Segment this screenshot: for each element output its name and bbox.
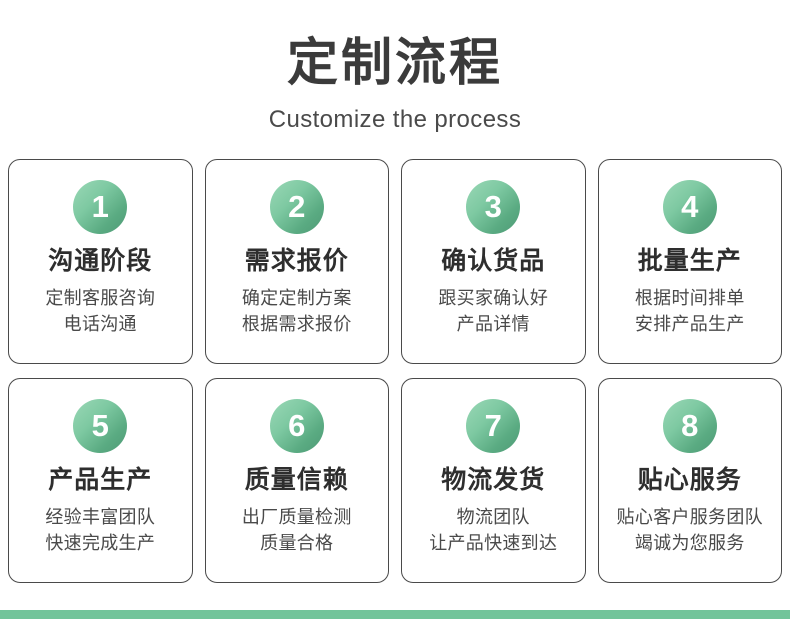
step-title: 批量生产 (637, 247, 742, 276)
step-description-line-2: 安排产品生产 (634, 314, 745, 335)
process-step-card-4: 4 批量生产 根据时间排单 安排产品生产 (597, 159, 782, 365)
step-number-badge: 8 (662, 399, 717, 454)
step-number-label: 5 (91, 407, 109, 443)
step-description: 确定定制方案 根据需求报价 (242, 285, 352, 337)
step-number-label: 6 (288, 407, 306, 443)
step-description-line-1: 贴心客户服务团队 (616, 507, 763, 528)
step-description-line-1: 经验丰富团队 (45, 507, 156, 528)
process-step-card-1: 1 沟通阶段 定制客服咨询 电话沟通 (8, 159, 193, 365)
step-description-line-2: 快速完成生产 (45, 533, 156, 554)
step-title: 贴心服务 (637, 466, 742, 495)
step-description-line-1: 定制客服咨询 (45, 288, 156, 309)
step-number-badge: 6 (269, 399, 324, 454)
process-step-card-8: 8 贴心服务 贴心客户服务团队 竭诚为您服务 (597, 378, 782, 584)
page-title: 定制流程 (286, 34, 503, 91)
step-description: 物流团队 让产品快速到达 (429, 504, 557, 556)
step-description-line-2: 电话沟通 (63, 314, 137, 335)
step-description-line-2: 竭诚为您服务 (634, 533, 745, 554)
step-description-line-2: 让产品快速到达 (429, 533, 558, 554)
step-number-label: 7 (484, 407, 502, 443)
step-description: 出厂质量检测 质量合格 (242, 504, 352, 556)
step-title: 沟通阶段 (48, 247, 153, 276)
step-description: 根据时间排单 安排产品生产 (635, 285, 745, 337)
step-number-label: 1 (91, 188, 109, 224)
step-number-label: 8 (681, 407, 699, 443)
step-description-line-2: 产品详情 (456, 314, 530, 335)
process-step-card-7: 7 物流发货 物流团队 让产品快速到达 (401, 378, 586, 584)
step-description-line-2: 根据需求报价 (241, 314, 352, 335)
step-description-line-1: 物流团队 (456, 507, 530, 528)
step-number-badge: 5 (73, 399, 128, 454)
process-step-grid: 1 沟通阶段 定制客服咨询 电话沟通 2 需求报价 确定定制方案 根据需求报价 … (0, 159, 790, 584)
page-subtitle: Customize the process (268, 105, 522, 133)
step-title: 产品生产 (48, 466, 153, 495)
step-description-line-1: 确定定制方案 (241, 288, 352, 309)
step-description-line-2: 质量合格 (260, 533, 334, 554)
process-step-card-3: 3 确认货品 跟买家确认好 产品详情 (401, 159, 586, 365)
step-description: 定制客服咨询 电话沟通 (45, 285, 155, 337)
process-step-card-2: 2 需求报价 确定定制方案 根据需求报价 (204, 159, 389, 365)
step-title: 需求报价 (244, 247, 349, 276)
step-number-label: 3 (484, 188, 502, 224)
step-number-badge: 7 (466, 399, 521, 454)
step-description: 贴心客户服务团队 竭诚为您服务 (617, 504, 763, 556)
step-description-line-1: 出厂质量检测 (241, 507, 352, 528)
step-number-badge: 2 (269, 180, 324, 235)
step-description: 跟买家确认好 产品详情 (438, 285, 548, 337)
step-description-line-1: 根据时间排单 (634, 288, 745, 309)
header: 定制流程 Customize the process (0, 0, 790, 133)
step-description-line-1: 跟买家确认好 (438, 288, 549, 309)
bottom-accent-bar (0, 610, 790, 619)
process-step-card-5: 5 产品生产 经验丰富团队 快速完成生产 (8, 378, 193, 584)
step-title: 物流发货 (441, 466, 546, 495)
step-title: 质量信赖 (244, 466, 349, 495)
step-number-badge: 4 (662, 180, 717, 235)
step-title: 确认货品 (441, 247, 546, 276)
step-number-badge: 1 (73, 180, 128, 235)
step-number-label: 2 (288, 188, 306, 224)
step-number-label: 4 (681, 188, 699, 224)
step-number-badge: 3 (466, 180, 521, 235)
step-description: 经验丰富团队 快速完成生产 (45, 504, 155, 556)
process-step-card-6: 6 质量信赖 出厂质量检测 质量合格 (204, 378, 389, 584)
